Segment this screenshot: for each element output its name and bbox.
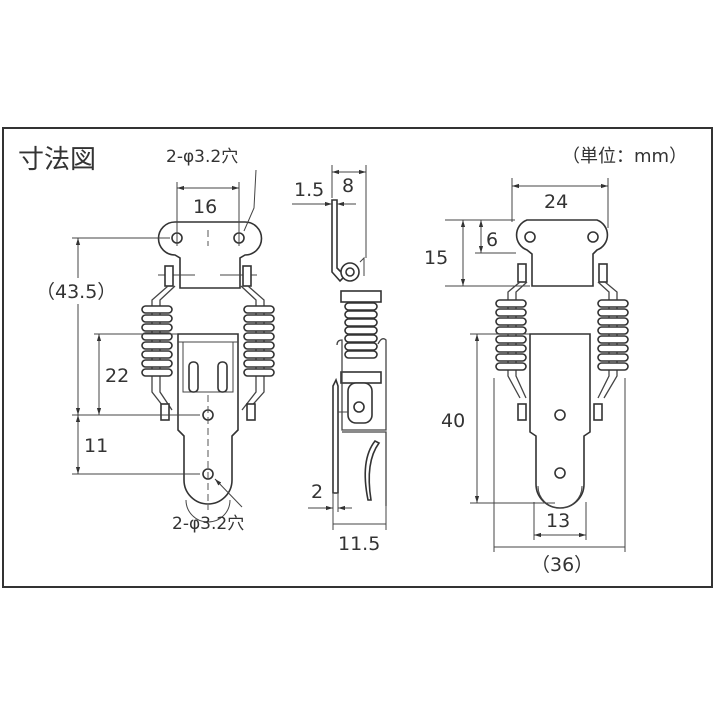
dim-24: 24 bbox=[544, 191, 568, 213]
spring-left bbox=[141, 305, 173, 377]
dim-11-5: 11.5 bbox=[338, 533, 380, 555]
right-view: 24 6 15 40 13 （36） bbox=[424, 178, 629, 576]
spring-right bbox=[243, 305, 275, 377]
dim-13: 13 bbox=[546, 510, 570, 532]
dim-15: 15 bbox=[424, 247, 448, 269]
unit-note: （単位：mm） bbox=[562, 146, 687, 167]
top-hole-note: 2-φ3.2穴 bbox=[166, 147, 238, 167]
dim-1-5: 1.5 bbox=[294, 179, 324, 201]
drawing-frame bbox=[2, 127, 713, 588]
front-view: 16 2-φ3.2穴 （43.5） 22 11 2-φ3.2穴 bbox=[35, 147, 275, 534]
dim-36: （36） bbox=[531, 554, 593, 576]
bottom-hole-note: 2-φ3.2穴 bbox=[172, 514, 244, 534]
dim-40: 40 bbox=[441, 410, 465, 432]
dim-6: 6 bbox=[486, 229, 498, 251]
dim-2: 2 bbox=[311, 481, 323, 503]
dim-16: 16 bbox=[193, 196, 217, 218]
page-title: 寸法図 bbox=[18, 145, 96, 175]
dim-43-5: （43.5） bbox=[36, 281, 116, 303]
dim-11: 11 bbox=[84, 435, 108, 457]
dim-22: 22 bbox=[105, 365, 129, 387]
dim-8: 8 bbox=[342, 175, 354, 197]
side-view: 8 1.5 2 11.5 bbox=[292, 165, 387, 555]
